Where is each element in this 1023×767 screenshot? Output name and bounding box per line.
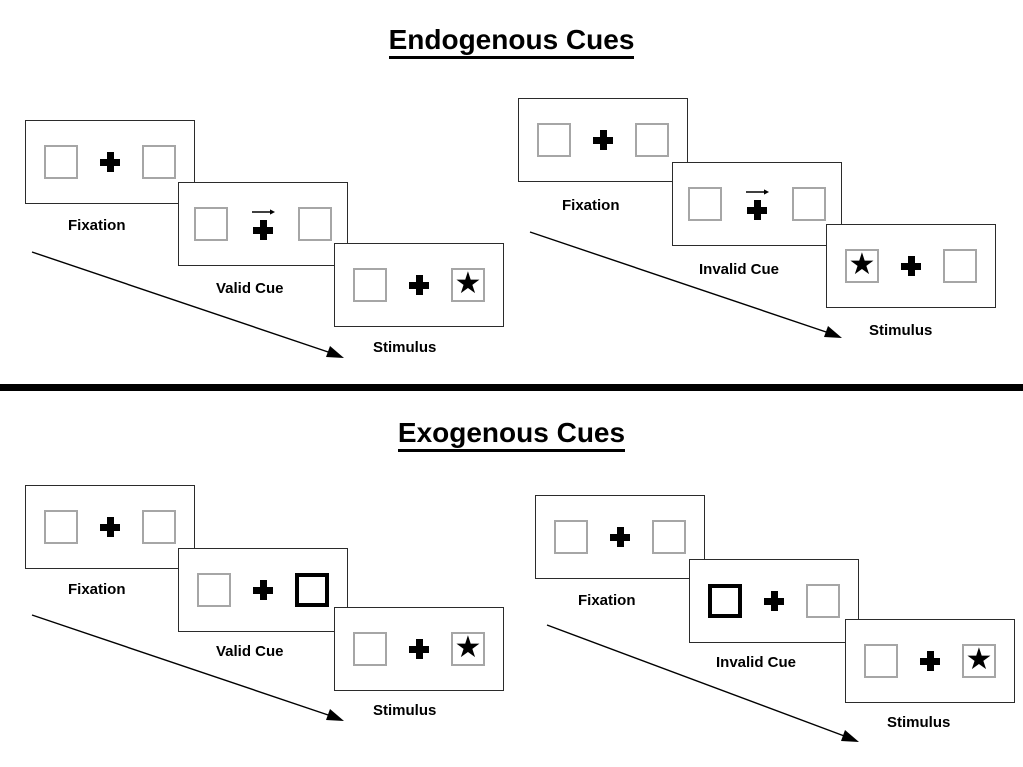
stimulus-box-right xyxy=(635,123,669,157)
stimulus-box-left-target: ★ xyxy=(845,249,879,283)
panel-endogenous-invalid-stimulus: ★ xyxy=(826,224,996,308)
fixation-cross-icon xyxy=(747,200,767,220)
endogenous-cue-group xyxy=(744,187,770,221)
panel-exogenous-invalid-cue xyxy=(689,559,859,643)
stage-label-exogenous-valid-stimulus: Stimulus xyxy=(373,702,437,719)
stimulus-box-right xyxy=(298,207,332,241)
stimulus-box-right xyxy=(943,249,977,283)
panel-content xyxy=(519,99,687,181)
stimulus-box-right-cued xyxy=(295,573,329,607)
stimulus-box-right xyxy=(792,187,826,221)
panel-content xyxy=(179,183,347,265)
stimulus-box-left xyxy=(44,145,78,179)
stimulus-box-left xyxy=(688,187,722,221)
panel-exogenous-valid-fixation xyxy=(25,485,195,569)
stage-label-exogenous-valid-cue: Valid Cue xyxy=(216,643,284,660)
panel-exogenous-valid-stimulus: ★ xyxy=(334,607,504,691)
panel-content: ★ xyxy=(846,620,1014,702)
stimulus-box-left-cued xyxy=(708,584,742,618)
stage-label-exogenous-valid-fixation: Fixation xyxy=(68,581,126,598)
fixation-cross-icon xyxy=(100,152,120,172)
section-title-endogenous: Endogenous Cues xyxy=(0,24,1023,59)
stage-label-endogenous-invalid-fixation: Fixation xyxy=(562,197,620,214)
stage-label-endogenous-invalid-cue: Invalid Cue xyxy=(699,261,780,278)
star-icon: ★ xyxy=(965,643,993,676)
stimulus-box-left xyxy=(864,644,898,678)
stimulus-box-left xyxy=(44,510,78,544)
panel-content xyxy=(179,549,347,631)
fixation-cross-icon xyxy=(901,256,921,276)
endogenous-cue-group xyxy=(250,207,276,241)
fixation-cross-icon xyxy=(253,220,273,240)
stimulus-box-left xyxy=(194,207,228,241)
panel-content: ★ xyxy=(335,244,503,326)
stimulus-box-right xyxy=(142,510,176,544)
panel-content xyxy=(690,560,858,642)
stimulus-box-right xyxy=(652,520,686,554)
fixation-cross-icon xyxy=(764,591,784,611)
section-divider xyxy=(0,384,1023,391)
stage-label-exogenous-invalid-stimulus: Stimulus xyxy=(887,714,951,731)
fixation-cross-icon xyxy=(253,580,273,600)
stage-label-endogenous-valid-fixation: Fixation xyxy=(68,217,126,234)
panel-endogenous-valid-fixation xyxy=(25,120,195,204)
star-icon: ★ xyxy=(454,631,482,664)
stage-label-endogenous-invalid-stimulus: Stimulus xyxy=(869,322,933,339)
stimulus-box-left xyxy=(537,123,571,157)
stage-label-exogenous-invalid-cue: Invalid Cue xyxy=(716,654,797,671)
panel-endogenous-valid-stimulus: ★ xyxy=(334,243,504,327)
arrow-right-icon xyxy=(746,189,769,195)
stage-label-exogenous-invalid-fixation: Fixation xyxy=(578,592,636,609)
section-title-endogenous-text: Endogenous Cues xyxy=(388,24,635,59)
panel-exogenous-valid-cue xyxy=(178,548,348,632)
stimulus-box-right xyxy=(806,584,840,618)
stimulus-box-right-target: ★ xyxy=(451,632,485,666)
panel-content xyxy=(26,486,194,568)
panel-endogenous-invalid-fixation xyxy=(518,98,688,182)
panel-endogenous-valid-cue xyxy=(178,182,348,266)
stimulus-box-left xyxy=(554,520,588,554)
panel-content: ★ xyxy=(335,608,503,690)
panel-endogenous-invalid-cue xyxy=(672,162,842,246)
stimulus-box-left xyxy=(353,632,387,666)
star-icon: ★ xyxy=(454,267,482,300)
panel-content xyxy=(673,163,841,245)
fixation-cross-icon xyxy=(593,130,613,150)
fixation-cross-icon xyxy=(610,527,630,547)
section-title-exogenous-text: Exogenous Cues xyxy=(397,417,626,452)
fixation-cross-icon xyxy=(100,517,120,537)
section-title-exogenous: Exogenous Cues xyxy=(0,417,1023,452)
fixation-cross-icon xyxy=(920,651,940,671)
stimulus-box-left xyxy=(353,268,387,302)
panel-content: ★ xyxy=(827,225,995,307)
stage-label-endogenous-valid-cue: Valid Cue xyxy=(216,280,284,297)
stimulus-box-right xyxy=(142,145,176,179)
fixation-cross-icon xyxy=(409,639,429,659)
panel-exogenous-invalid-stimulus: ★ xyxy=(845,619,1015,703)
stage-label-endogenous-valid-stimulus: Stimulus xyxy=(373,339,437,356)
stimulus-box-left xyxy=(197,573,231,607)
arrow-right-icon xyxy=(252,209,275,215)
panel-content xyxy=(26,121,194,203)
panel-content xyxy=(536,496,704,578)
fixation-cross-icon xyxy=(409,275,429,295)
stimulus-box-right-target: ★ xyxy=(451,268,485,302)
star-icon: ★ xyxy=(848,248,876,281)
stimulus-box-right-target: ★ xyxy=(962,644,996,678)
panel-exogenous-invalid-fixation xyxy=(535,495,705,579)
